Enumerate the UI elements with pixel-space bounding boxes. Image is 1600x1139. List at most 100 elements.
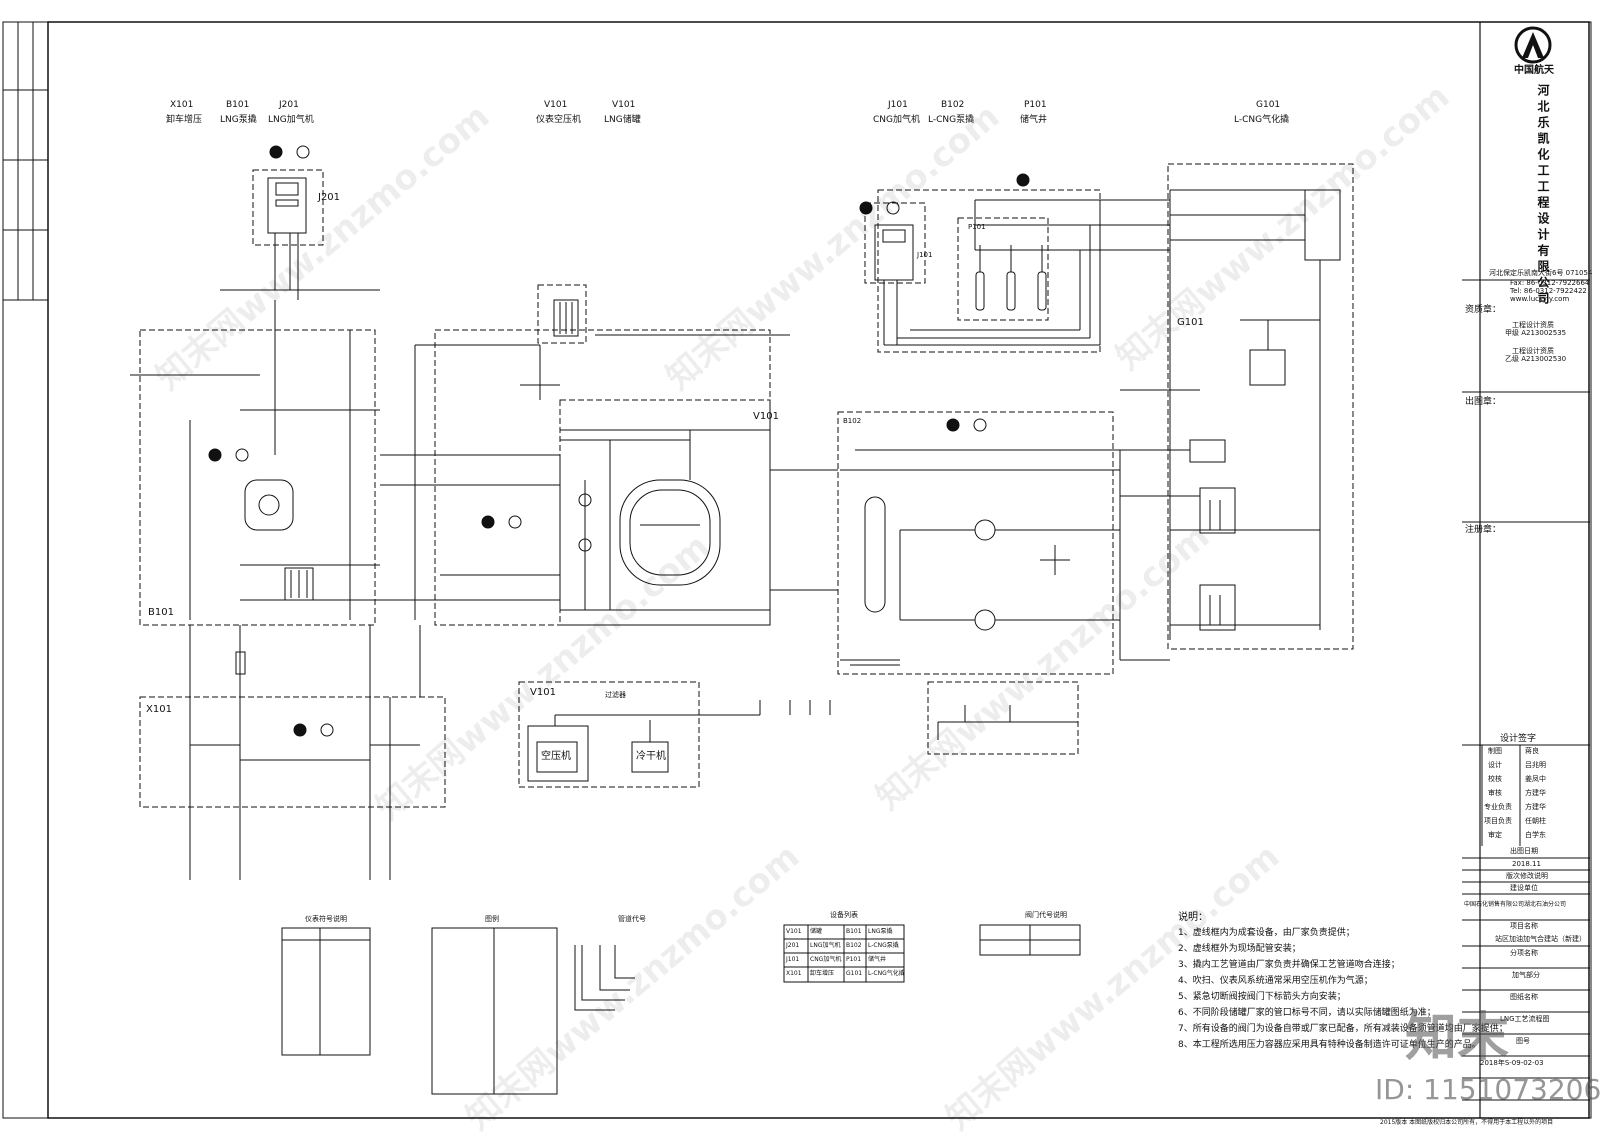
- equip-row-1-b: LNG加气机: [810, 942, 841, 949]
- sign-name-5: 任朝柱: [1525, 817, 1546, 825]
- v101-air-boundary: [518, 681, 700, 788]
- pipe-code-title: 管道代号: [618, 915, 646, 923]
- number-label: 图号: [1516, 1037, 1530, 1045]
- g101-vaporizer-top: [1189, 439, 1226, 463]
- sign-role-4: 专业负责: [1484, 803, 1512, 811]
- equip-row-1-d: L-CNG泵撬: [868, 942, 899, 949]
- p101-well-boundary: [957, 217, 1049, 321]
- lng-storage-tank: [619, 479, 721, 586]
- equip-row-0-a: V101: [786, 928, 802, 935]
- instrument-indicators: [208, 145, 1030, 737]
- g101-skid-boundary: [1167, 163, 1354, 650]
- logo-text: 中国航天: [1514, 65, 1554, 76]
- tag-g101-code: G101: [1256, 100, 1281, 110]
- project-label: 项目名称: [1510, 922, 1538, 930]
- air-compressor-label: 空压机: [541, 751, 571, 762]
- publish-label: 出图章：: [1465, 397, 1502, 407]
- tag-j201-code: J201: [279, 100, 299, 110]
- tag-v101b-name: LNG储罐: [604, 115, 641, 125]
- air-heater-coil: [553, 299, 579, 337]
- cert-label: 资质章：: [1465, 305, 1502, 315]
- drawing-value: LNG工艺流程图: [1500, 1015, 1550, 1023]
- equip-row-2-b: CNG加气机: [810, 956, 842, 963]
- cng-header-boundary: [877, 189, 1101, 353]
- area-label-j101: J101: [917, 251, 933, 259]
- sign-name-0: 蒋良: [1525, 747, 1539, 755]
- j201-dispenser-boundary: [252, 169, 324, 246]
- b101-pump-sump: [244, 479, 294, 531]
- g101-vaporizer-2: [1199, 584, 1236, 631]
- subproject-value: 加气部分: [1512, 971, 1540, 979]
- sign-name-2: 姜凤中: [1525, 775, 1546, 783]
- date-value: 2018.11: [1512, 860, 1541, 868]
- air-heater-boundary: [537, 284, 587, 344]
- note-5: 5、紧急切断阀按阀门下标箭头方向安装；: [1178, 992, 1346, 1002]
- j101-dispenser-boundary: [864, 202, 926, 284]
- equip-row-3-c: G101: [846, 970, 863, 977]
- sign-role-1: 设计: [1488, 761, 1502, 769]
- g101-vaporizer-1: [1199, 487, 1236, 534]
- tag-j201-name: LNG加气机: [268, 115, 314, 125]
- sign-role-3: 审核: [1488, 789, 1502, 797]
- drawing-label: 图纸名称: [1510, 993, 1538, 1001]
- equip-row-1-c: B102: [846, 942, 862, 949]
- area-label-p101: P101: [968, 223, 986, 231]
- date-label: 出图日期: [1510, 847, 1538, 855]
- cert1: 工程设计资质: [1512, 321, 1554, 329]
- cert1-no: 甲级 A213002535: [1505, 329, 1567, 337]
- area-label-g101: G101: [1177, 317, 1204, 328]
- b102-pump-1: [974, 519, 996, 541]
- subproject-label: 分项名称: [1510, 949, 1538, 957]
- equip-row-2-d: 储气井: [868, 956, 887, 963]
- nitrogen-boundary: [927, 681, 1079, 755]
- equip-row-3-d: L-CNG气化撬: [868, 970, 905, 977]
- b102-pump-2: [974, 609, 996, 631]
- reg-label: 注册章：: [1465, 525, 1502, 535]
- area-label-v101-tank: V101: [753, 411, 779, 422]
- footer-copyright: 2015版本 本图纸版权归本公司所有，不得用于本工程以外的项目: [1380, 1119, 1554, 1126]
- notes-heading: 说明：: [1178, 912, 1208, 923]
- area-label-b102: B102: [843, 417, 862, 425]
- equip-row-0-d: LNG泵撬: [868, 928, 893, 935]
- sign-role-5: 项目负责: [1484, 817, 1512, 825]
- equip-row-0-b: 储罐: [810, 928, 823, 935]
- drawing-frame: [47, 21, 1590, 1119]
- sign-title: 设计签字: [1500, 734, 1537, 744]
- j101-dispenser: [874, 224, 914, 281]
- company-logo: [1514, 26, 1552, 64]
- note-6: 6、不同阶段储罐厂家的管口标号不同，请以实际储罐图纸为准；: [1178, 1008, 1436, 1018]
- tag-v101a-code: V101: [544, 100, 568, 110]
- sign-role-2: 校核: [1488, 775, 1502, 783]
- area-label-v101-air: V101: [530, 687, 556, 698]
- company-address: 河北保定乐凯南大街6号 071054: [1489, 269, 1593, 277]
- watermark-id: ID: 1151073206: [1375, 1073, 1600, 1106]
- tag-g101-name: L-CNG气化撬: [1234, 115, 1290, 125]
- equip-row-2-c: P101: [846, 956, 862, 963]
- b101-skid-boundary: [139, 329, 376, 626]
- b102-buffer-tank: [864, 496, 886, 613]
- flexible-hose: [235, 651, 246, 675]
- note-8: 8、本工程所选用压力容器应采用具有特种设备制造许可证单位生产的产品。: [1178, 1040, 1481, 1050]
- regulator: [1249, 349, 1286, 386]
- v101-tank-area-boundary: [434, 329, 771, 626]
- nozzle-legend-title: 阀门代号说明: [1025, 911, 1067, 919]
- watermark-brand: 知末: [1405, 1008, 1510, 1068]
- instrument-legend-table: [281, 927, 371, 1056]
- tag-b101-name: LNG泵撬: [220, 115, 257, 125]
- area-label-b101: B101: [148, 607, 174, 618]
- tag-v101a-name: 仪表空压机: [536, 115, 582, 125]
- company-fax: Fax: 86-0312-7922664: [1510, 279, 1590, 287]
- filter-label: 过滤器: [605, 691, 626, 699]
- sign-name-4: 方建华: [1525, 803, 1546, 811]
- b102-skid-boundary: [837, 411, 1114, 675]
- equip-row-3-b: 卸车增压: [810, 970, 835, 977]
- company-web: www.luckyjy.com: [1510, 295, 1570, 303]
- cert2-no: 乙级 A213002530: [1505, 355, 1567, 363]
- note-3: 3、撬内工艺管道由厂家负责并确保工艺管道吻合连接；: [1178, 960, 1400, 970]
- equip-row-3-a: X101: [786, 970, 802, 977]
- company-name: 河北乐凯化工工程设计有限公司: [1536, 84, 1550, 308]
- tag-v101b-code: V101: [612, 100, 636, 110]
- instrument-legend-title: 仪表符号说明: [305, 915, 347, 923]
- equip-row-0-c: B101: [846, 928, 862, 935]
